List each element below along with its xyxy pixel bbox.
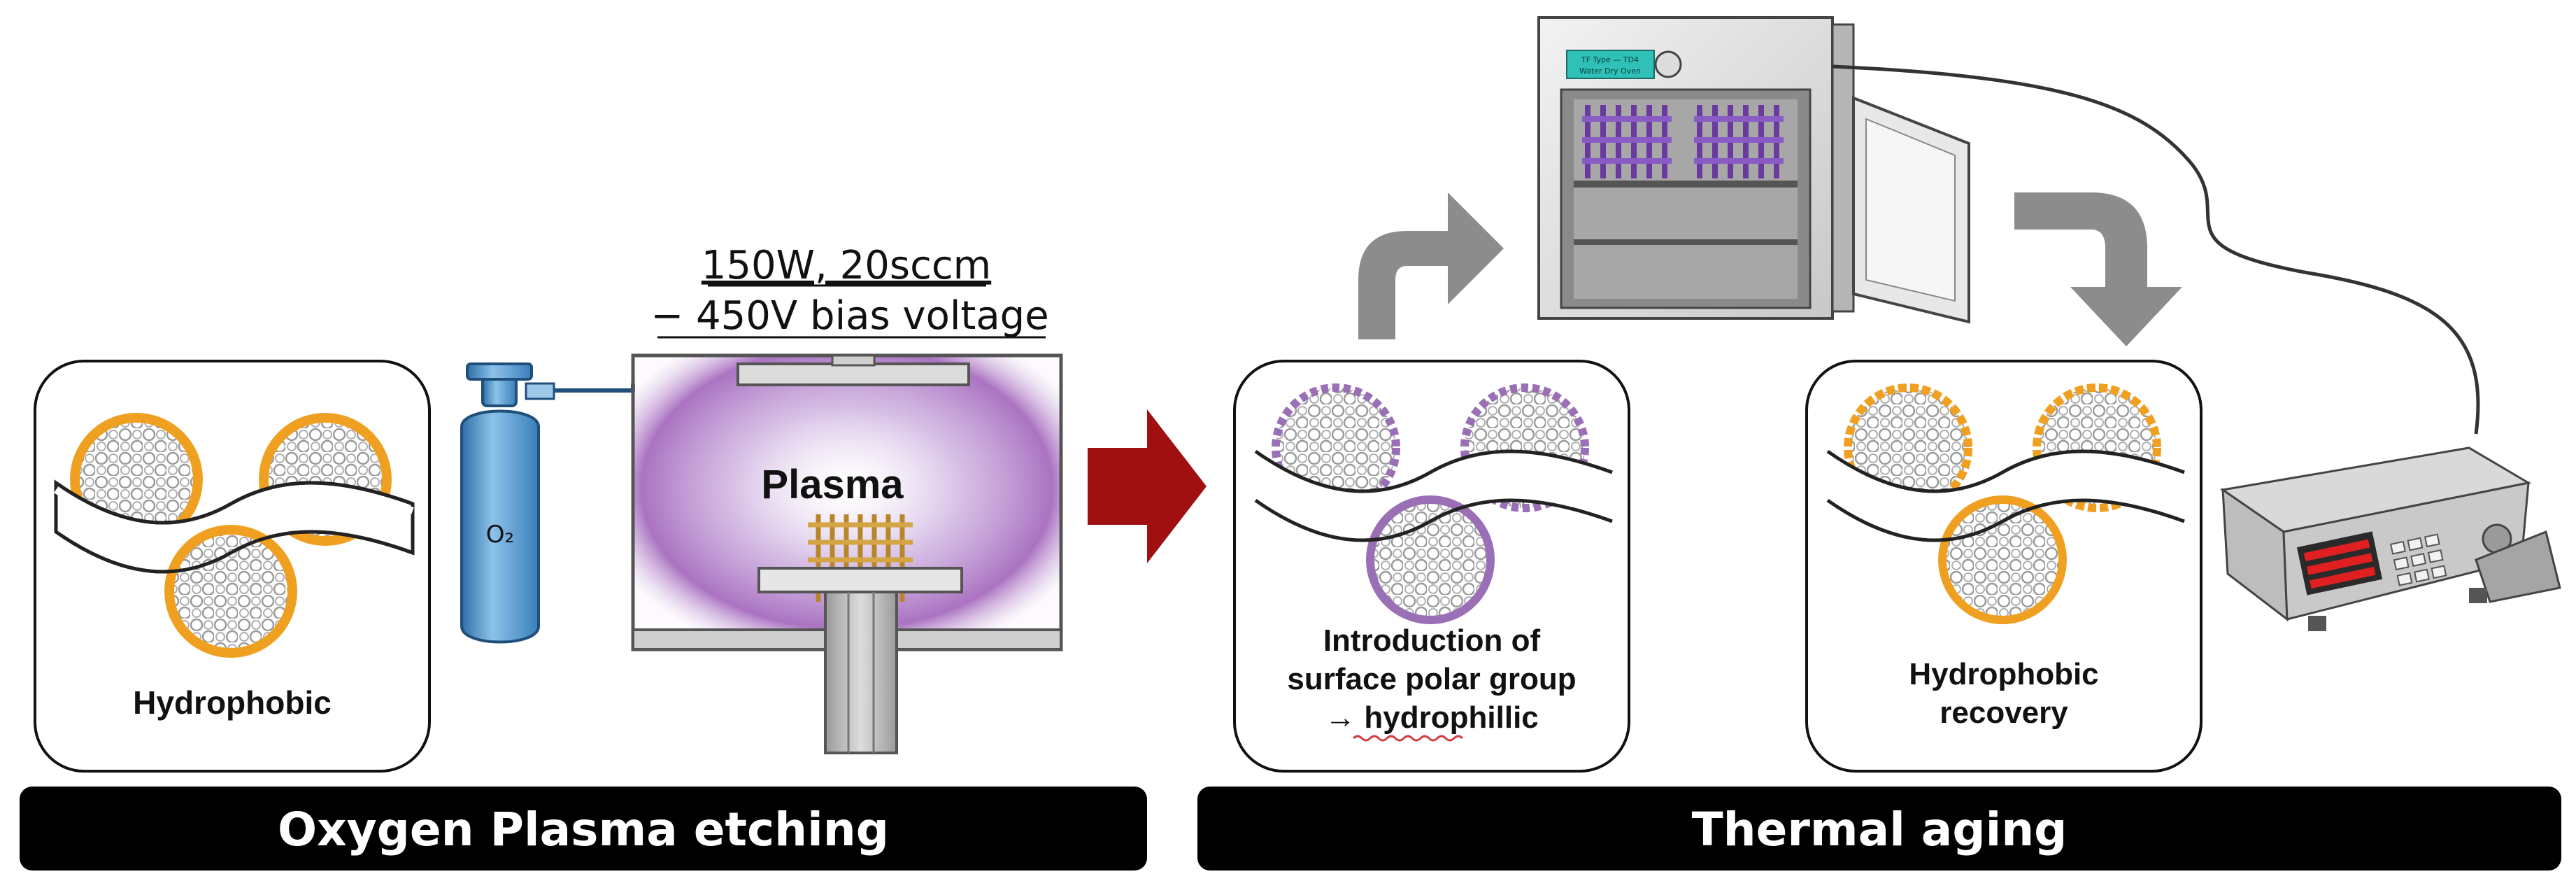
up-flow-arrow	[1358, 192, 1504, 339]
plasma-label: Plasma	[761, 462, 904, 507]
oven-knob	[1654, 50, 1682, 78]
fabric-weave-hydrophilic	[1254, 383, 1613, 624]
plasma-chamber: Plasma	[631, 353, 1063, 754]
measurement-meter	[2220, 446, 2561, 631]
oxygen-cylinder: O₂	[460, 362, 635, 644]
drying-oven: TF Type — TD4 Water Dry Oven	[1537, 16, 1970, 324]
hydrophobic-panel: Hydrophobic	[34, 360, 431, 773]
polar-label-line3: → hydrophillic	[1325, 700, 1539, 735]
recovery-label-line2: recovery	[1940, 696, 2068, 730]
fabric-weave-hydrophobic	[54, 413, 415, 658]
oven-display	[1566, 50, 1655, 79]
recovery-label-line1: Hydrophobic	[1909, 657, 2098, 691]
recovery-panel: Hydrophobic recovery	[1805, 360, 2203, 773]
polar-label-line1: Introduction of	[1323, 623, 1541, 658]
process-conditions: 150W, 20sccm − 450V bias voltage	[650, 243, 1048, 339]
svg-text:TF Type — TD4: TF Type — TD4	[1581, 55, 1639, 64]
hydrophobic-label: Hydrophobic	[133, 684, 332, 721]
conditions-line1: 150W, 20sccm	[702, 243, 991, 288]
polar-label-line2: surface polar group	[1287, 662, 1576, 696]
plasma-etching-label: Oxygen Plasma etching	[278, 803, 889, 857]
fabric-weave-recovered	[1826, 383, 2185, 624]
process-arrow	[1088, 409, 1207, 563]
thermal-aging-label: Thermal aging	[1692, 803, 2068, 857]
oven-samples	[1582, 105, 1784, 178]
conditions-line2: − 450V bias voltage	[650, 293, 1048, 339]
polar-group-panel: Introduction of surface polar group → hy…	[1233, 360, 1630, 773]
svg-text:Water Dry Oven: Water Dry Oven	[1579, 66, 1641, 76]
plasma-etching-bar: Oxygen Plasma etching	[20, 787, 1147, 871]
thermal-aging-bar: Thermal aging	[1197, 787, 2561, 871]
cylinder-label: O₂	[486, 521, 514, 549]
oven-cable	[1832, 64, 2480, 435]
down-flow-arrow	[2014, 192, 2182, 346]
